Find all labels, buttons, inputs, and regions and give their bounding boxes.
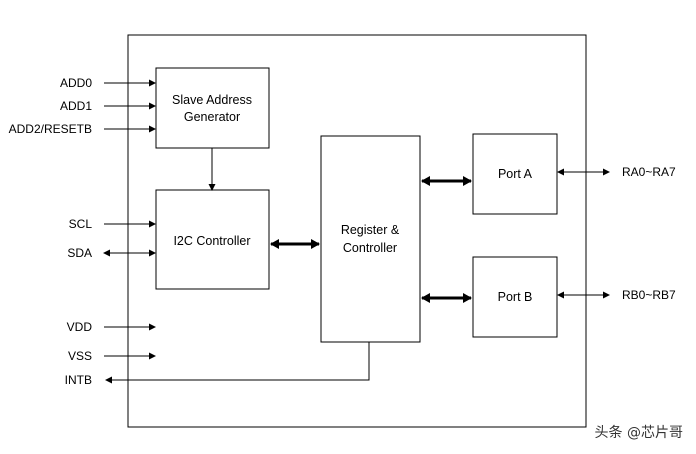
pin-label-sda: SDA xyxy=(67,246,92,260)
register-controller-label-line2: Controller xyxy=(343,241,397,255)
pin-label-scl: SCL xyxy=(69,217,93,231)
slave-address-generator-block xyxy=(155,67,270,149)
pin-label-add2: ADD2/RESETB xyxy=(9,122,92,136)
watermark: 头条 @芯片哥 xyxy=(595,424,683,441)
pin-label-vdd: VDD xyxy=(67,320,93,334)
pin-label-add1: ADD1 xyxy=(60,99,92,113)
chip-boundary xyxy=(127,34,587,428)
i2c-controller-label: I2C Controller xyxy=(173,234,250,248)
register-controller-block xyxy=(320,135,421,343)
pin-label-intb: INTB xyxy=(65,373,92,387)
port-b-label: Port B xyxy=(498,290,533,304)
slave-address-label-line2: Generator xyxy=(184,110,240,124)
register-controller-label-line1: Register & xyxy=(341,223,400,237)
port-a-label: Port A xyxy=(498,167,533,181)
pin-label-ra: RA0~RA7 xyxy=(622,165,676,179)
slave-address-label-line1: Slave Address xyxy=(172,93,252,107)
pin-label-rb: RB0~RB7 xyxy=(622,288,676,302)
port-a-block xyxy=(472,133,558,215)
pin-label-vss: VSS xyxy=(68,349,92,363)
pin-label-add0: ADD0 xyxy=(60,76,92,90)
intb-signal-path xyxy=(105,342,370,384)
